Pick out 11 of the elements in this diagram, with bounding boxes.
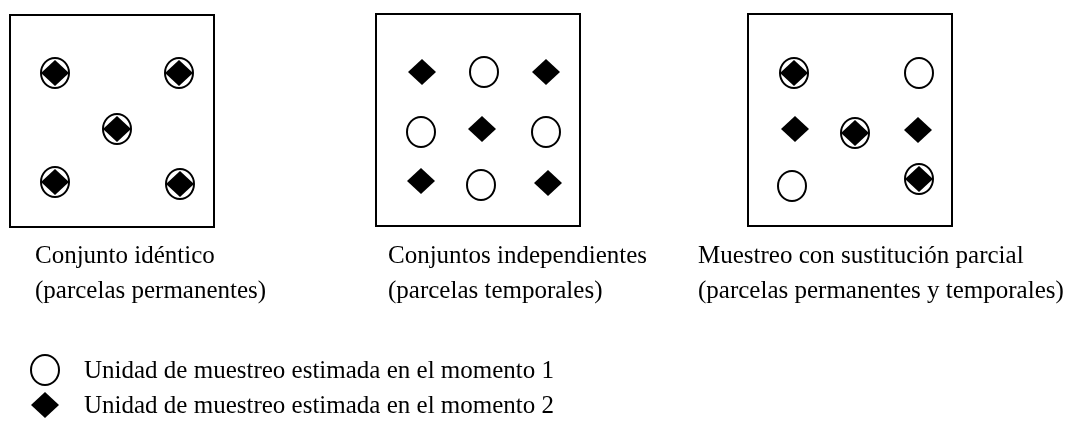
plot-square xyxy=(747,13,953,227)
node-label: (parcelas temporales) xyxy=(388,275,603,305)
legend-text: Unidad de muestreo estimada en el momento 1 xyxy=(84,355,554,385)
legend-text: Unidad de muestreo estimada en el momento 2 xyxy=(84,390,554,420)
node-label: (parcelas permanentes) xyxy=(35,275,267,305)
node-label: (parcelas permanentes y temporales) xyxy=(698,275,1064,305)
node-label: Conjunto idéntico xyxy=(35,240,215,270)
node-label: Conjuntos independientes xyxy=(388,240,647,270)
node-label: Muestreo con sustitución parcial xyxy=(698,240,1024,270)
plot-square xyxy=(375,13,581,227)
plot-square xyxy=(9,14,215,228)
